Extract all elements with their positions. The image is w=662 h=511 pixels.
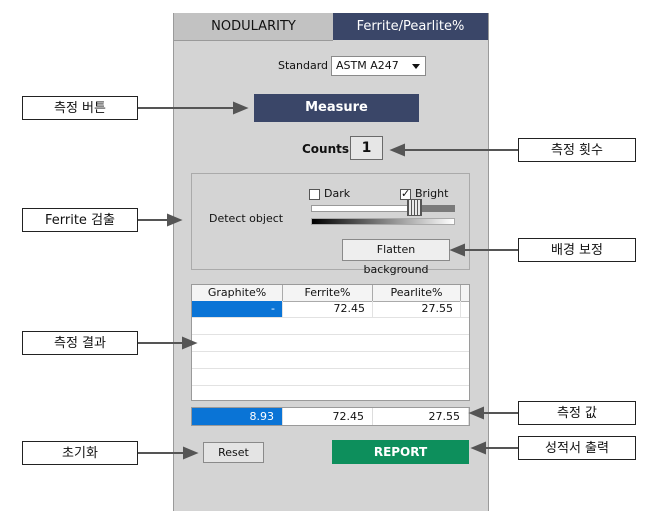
callout-measure-button: 측정 버튼 xyxy=(22,96,138,120)
column-header-ferrite[interactable]: Ferrite% xyxy=(283,285,373,301)
counts-label: Counts xyxy=(302,142,350,156)
empty-table-row xyxy=(192,335,469,352)
counts-value: 1 xyxy=(350,136,383,160)
callout-count: 측정 횟수 xyxy=(518,138,636,162)
table-row[interactable]: - 72.45 27.55 xyxy=(192,301,469,318)
callout-result: 측정 결과 xyxy=(22,331,138,355)
value-pearlite: 27.55 xyxy=(373,408,469,425)
cell-ferrite: 72.45 xyxy=(283,301,373,317)
arrow-head-icon xyxy=(470,441,486,455)
bright-checkbox[interactable] xyxy=(400,187,411,200)
value-graphite: 8.93 xyxy=(192,408,283,425)
cell-graphite: - xyxy=(192,301,283,317)
empty-table-row xyxy=(192,369,469,386)
standard-select[interactable]: ASTM A247 xyxy=(331,56,426,76)
flatten-background-button[interactable]: Flatten background xyxy=(342,239,450,276)
standard-label: Standard xyxy=(278,59,329,72)
callout-report: 성적서 출력 xyxy=(518,436,636,460)
chevron-down-icon xyxy=(412,64,420,69)
column-header-pearlite[interactable]: Pearlite% xyxy=(373,285,461,301)
arrow-head-icon xyxy=(167,213,183,227)
callout-reset: 초기화 xyxy=(22,441,138,465)
bright-label: Bright xyxy=(415,187,449,200)
reset-button[interactable]: Reset xyxy=(203,442,264,463)
threshold-slider-fill xyxy=(420,205,455,212)
arrow-head-icon xyxy=(389,143,405,157)
tab-ferrite-pearlite[interactable]: Ferrite/Pearlite% xyxy=(333,13,488,40)
result-table-header: Graphite% Ferrite% Pearlite% xyxy=(192,285,469,302)
value-ferrite: 72.45 xyxy=(283,408,373,425)
empty-table-row xyxy=(192,318,469,335)
tab-nodularity[interactable]: NODULARITY xyxy=(174,13,333,41)
dark-checkbox[interactable] xyxy=(309,189,320,200)
empty-table-row xyxy=(192,352,469,369)
result-table: Graphite% Ferrite% Pearlite% - 72.45 27.… xyxy=(191,284,470,401)
report-button[interactable]: REPORT xyxy=(332,440,469,464)
arrow-head-icon xyxy=(233,101,249,115)
standard-select-value: ASTM A247 xyxy=(336,59,399,72)
detect-object-label: Detect object xyxy=(209,212,284,225)
column-header-graphite[interactable]: Graphite% xyxy=(192,285,283,301)
measure-button[interactable]: Measure xyxy=(254,94,419,122)
dark-label: Dark xyxy=(324,187,351,200)
arrow-head-icon xyxy=(183,446,199,460)
ferrite-pearlite-panel: NODULARITY Ferrite/Pearlite% Standard AS… xyxy=(173,13,489,511)
threshold-slider-handle[interactable] xyxy=(407,199,422,216)
callout-flatten: 배경 보정 xyxy=(518,238,636,262)
measured-value-row: 8.93 72.45 27.55 xyxy=(191,407,470,426)
cell-pearlite: 27.55 xyxy=(373,301,461,317)
arrow-head-icon xyxy=(449,243,465,257)
arrow-head-icon xyxy=(182,336,198,350)
arrow-head-icon xyxy=(468,406,484,420)
grayscale-gradient-bar xyxy=(311,218,455,225)
callout-value: 측정 값 xyxy=(518,401,636,425)
callout-ferrite-detect: Ferrite 검출 xyxy=(22,208,138,232)
detect-object-group xyxy=(191,173,470,270)
